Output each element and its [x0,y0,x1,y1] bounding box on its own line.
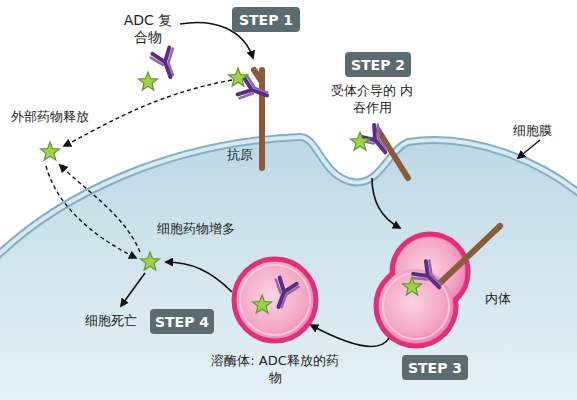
lysosome-label: 溶酶体: ADC释放的药物 [205,352,345,386]
drug-star [228,68,247,86]
drug-star [252,295,271,313]
lysosome-inner-ring [240,265,310,335]
cell-membrane-inner [0,137,577,258]
dashed-arrow [46,166,136,258]
step-text: STEP 4 [155,314,209,330]
component-label: ADC 复合物 [118,12,178,46]
drug-star [40,142,59,160]
leader-arrow [518,140,540,158]
flow-arrow [166,262,232,292]
dashed-arrow [60,165,140,252]
process-label: 外部药物释放 [4,108,96,125]
outcome-label: 细胞死亡 [80,312,142,329]
cell-body [0,137,577,400]
step-badge: STEP 4 [150,309,214,334]
endosome-label: 内体 [478,290,518,307]
antibody [237,75,272,107]
step-badge: STEP 1 [232,7,300,32]
part-label: 抗原 [222,146,258,163]
endosome-inner-ring [383,273,449,339]
lysosome-ring [234,259,316,341]
antibody [267,277,299,312]
step-text: STEP 1 [239,12,293,28]
flow-arrow [311,325,389,346]
step-badge: STEP 2 [345,52,411,77]
endosome-outline [372,228,472,350]
step-text: STEP 3 [408,360,462,376]
lysosome: 溶酶体: ADC释放的药物 [230,255,320,345]
part-label: 细胞膜 [506,122,558,139]
endosome: 内体 [372,228,472,350]
antigen-rod [378,130,408,178]
drug-star [402,277,421,295]
drug-star [140,252,159,270]
antigen-rod [254,70,262,168]
process-label: 细胞药物增多 [150,220,242,237]
antibody [358,123,394,160]
drug-star [138,72,157,90]
step-text: STEP 2 [351,57,405,73]
lysosome-outline [230,255,320,345]
dashed-arrow [64,80,232,146]
flow-arrow [121,273,145,306]
antibody [150,47,182,82]
process-label: 受体介导的 内吞作用 [328,82,416,116]
antigen-rod [440,226,500,283]
step-badge: STEP 3 [402,355,468,380]
drug-star [350,132,369,150]
flow-arrow [372,178,400,228]
antibody [411,259,448,296]
cell-membrane [0,137,577,258]
endosome-fill [379,269,453,343]
